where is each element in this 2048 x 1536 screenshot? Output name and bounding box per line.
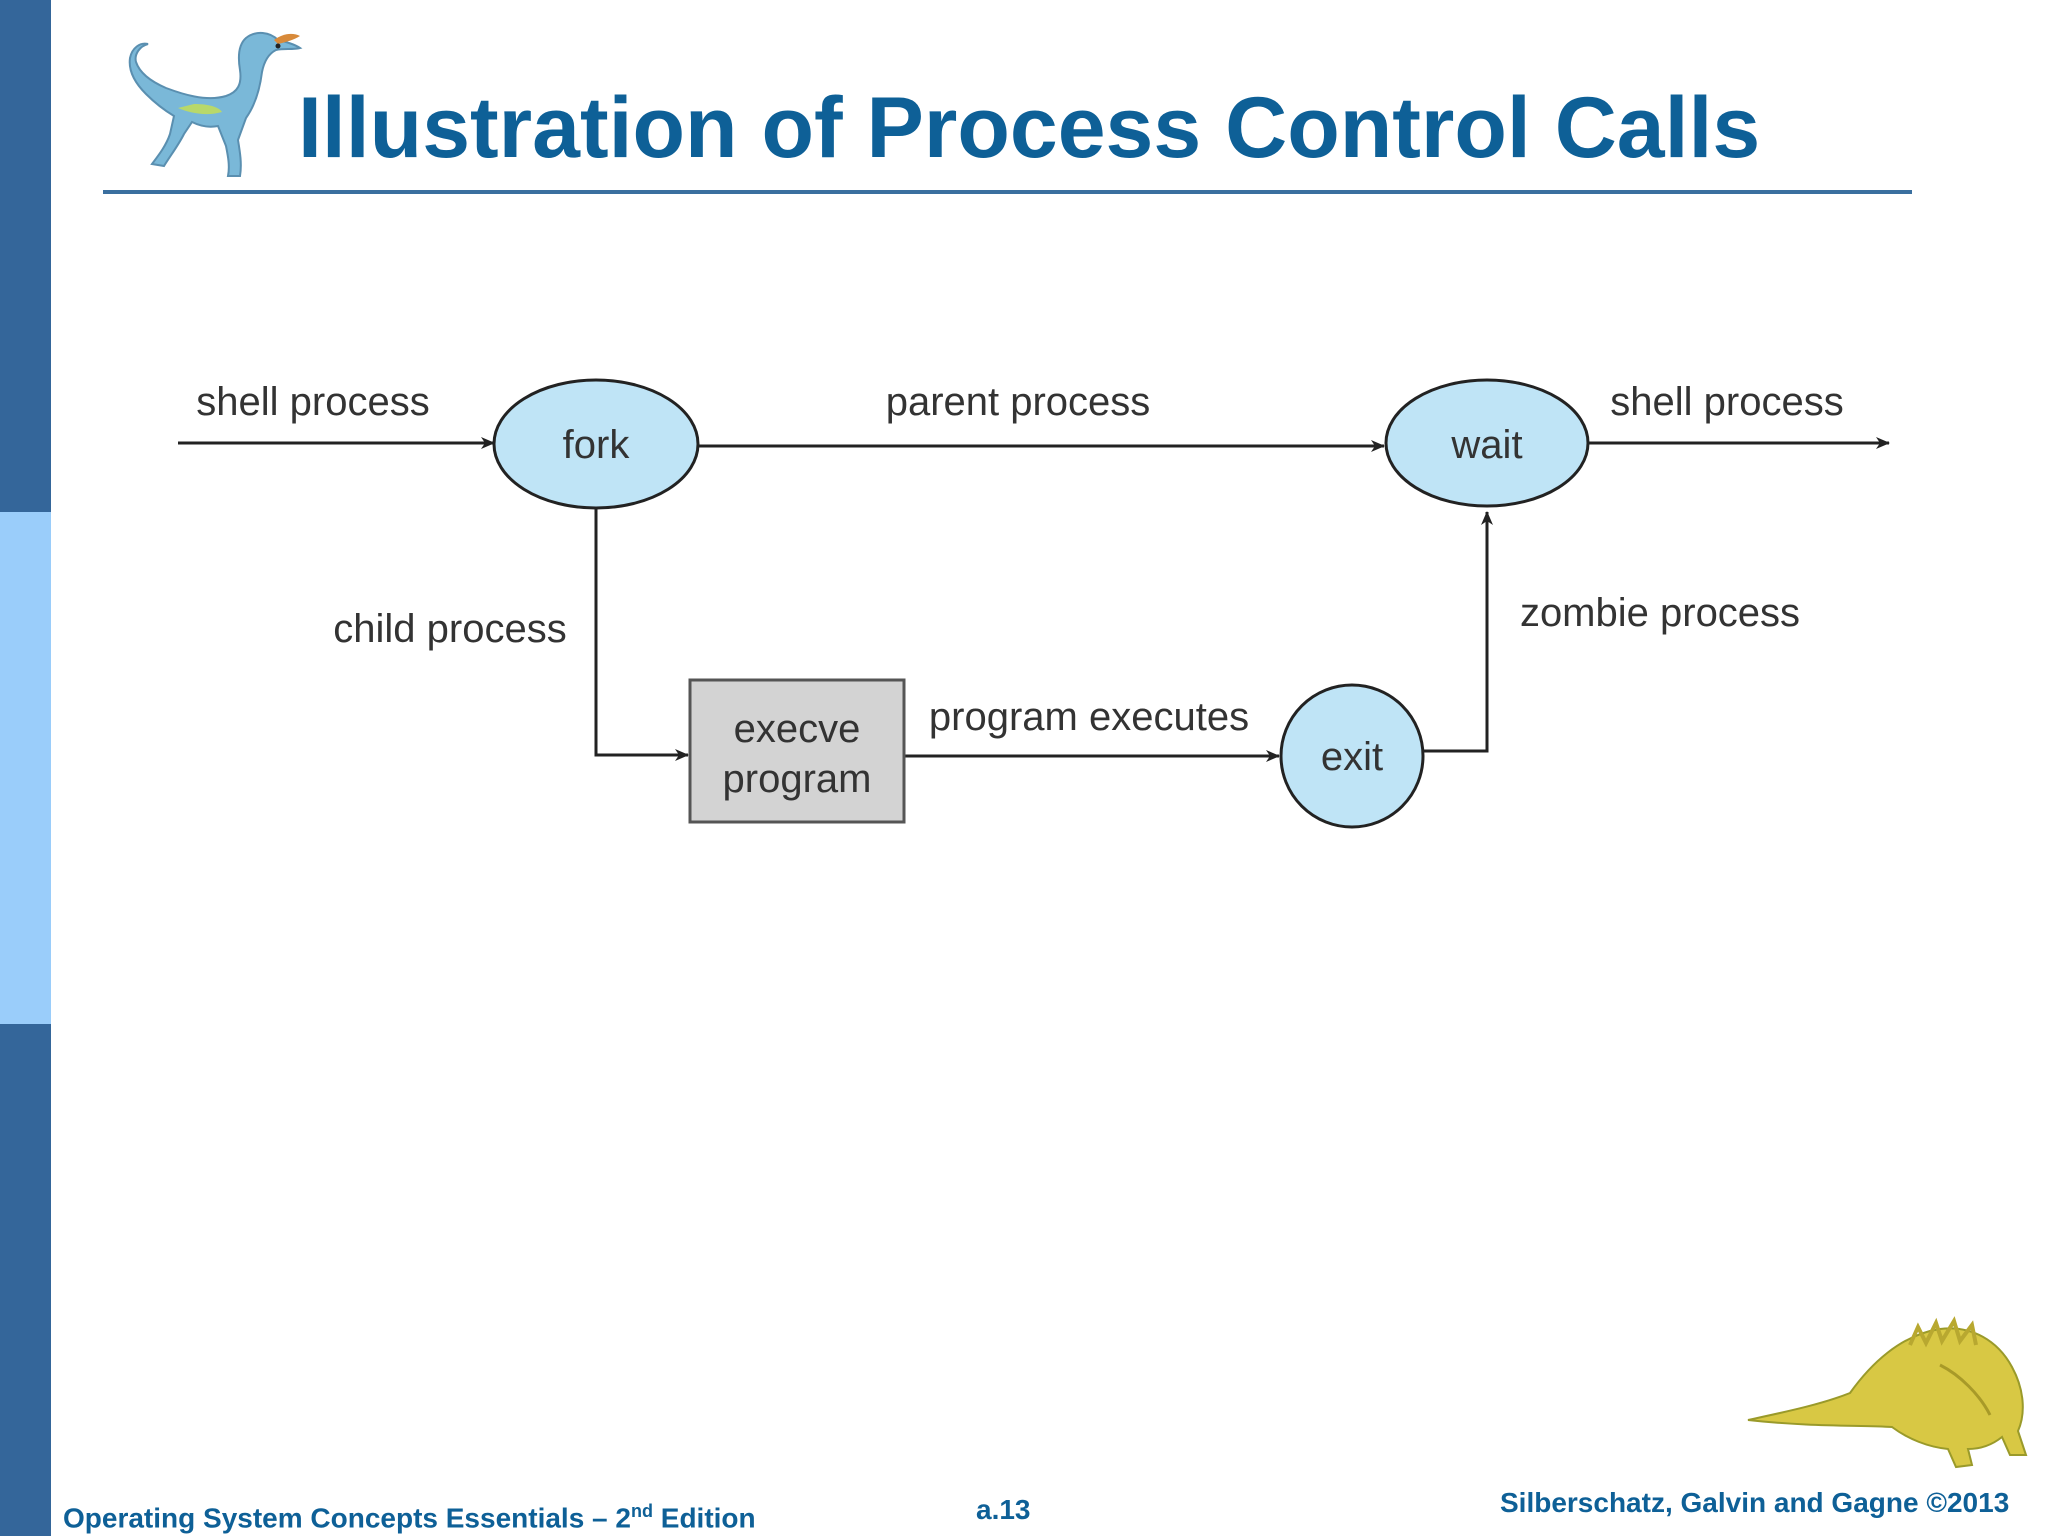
edge-zombie [1424, 511, 1493, 753]
edge-label-program-executes: program executes [929, 695, 1249, 739]
footer-book-prefix: Operating System Concepts Essentials – 2 [63, 1502, 631, 1534]
node-exit-label: exit [1321, 735, 1383, 779]
left-sidebar [0, 0, 51, 1536]
node-fork-label: fork [563, 423, 631, 467]
footer-copyright: Silberschatz, Galvin and Gagne ©2013 [1500, 1487, 2010, 1518]
edge-label-parent: parent process [886, 380, 1151, 424]
edge-label-zombie: zombie process [1520, 591, 1800, 635]
sidebar-middle-segment [0, 512, 51, 1024]
footer-book-sup: nd [630, 1501, 653, 1521]
edge-child [594, 508, 689, 761]
footer-page-number: a.13 [976, 1494, 1031, 1525]
node-fork [492, 378, 700, 510]
edge-label-child: child process [333, 607, 566, 651]
sidebar-bottom-segment [0, 1024, 51, 1536]
sidebar-top-segment [0, 0, 51, 512]
dinosaur-logo-icon [128, 32, 303, 177]
node-execve-label: execve [734, 707, 861, 751]
node-wait-label: wait [1450, 423, 1522, 467]
footer-book-title: Operating System Concepts Essentials – 2… [63, 1495, 756, 1534]
node-program-label: program [723, 757, 872, 801]
edge-label-shell-in: shell process [196, 380, 429, 424]
footer-book-suffix: Edition [652, 1502, 756, 1534]
node-execve-box [688, 678, 906, 824]
node-exit [1279, 683, 1425, 829]
dinosaur-footer-icon [1747, 1316, 2028, 1469]
node-wait [1384, 378, 1590, 508]
slide-title: Illustration of Process Control Calls [298, 80, 1761, 176]
edge-label-shell-out: shell process [1610, 380, 1843, 424]
title-underline [103, 190, 1912, 194]
